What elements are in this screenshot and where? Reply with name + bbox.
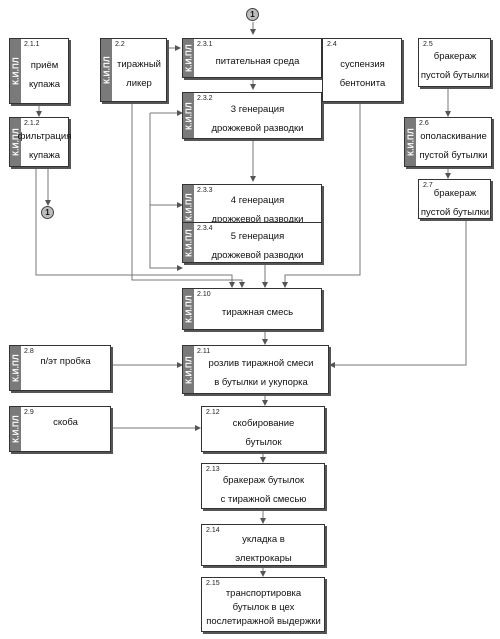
block-tirage-liqueur: К.И.ПЛ 2.2 тиражный ликер [100,38,167,102]
step-label: 4 генерация дрожжевой разводки [211,195,304,225]
tag-kipl: К.И.ПЛ [10,407,21,451]
step-label: п/эт пробка [40,355,91,367]
step-label: укладка в электрокары [235,533,292,564]
step-label: 3 генерация дрожжевой разводки [211,104,304,134]
block-yeast-gen-3: К.И.ПЛ 2.3.2 3 генерация дрожжевой разво… [182,92,322,139]
step-number: 2.14 [206,527,220,534]
step-label: 5 генерация дрожжевой разводки [211,231,304,261]
step-number: 2.8 [24,348,34,355]
step-label: приём купажа [28,59,61,90]
connector-circle-left: 1 [41,206,54,219]
step-label: скоба [53,416,78,428]
step-label: бракераж пустой бутылки [420,51,490,81]
block-bottle-clamping: 2.12 скобирование бутылок [201,406,325,452]
arrow-22-233 [149,113,183,208]
step-number: 2.11 [197,348,211,355]
step-label: бракераж пустой бутылки [420,187,490,218]
block-tirage-mixture: К.И.ПЛ 2.10 тиражная смесь [182,288,322,330]
step-label: тиражный ликер [117,58,161,89]
step-number: 2.1.2 [24,120,40,127]
step-number: 2.13 [206,466,220,473]
tag-kipl: К.И.ПЛ [101,39,112,101]
step-label: фильтрация купажа [17,130,72,161]
step-number: 2.4 [327,41,337,48]
tag-kipl: К.И.ПЛ [183,39,194,77]
block-bentonite-suspension: 2.4 суспензия бентонита [322,38,402,102]
step-number: 2.3.1 [197,41,213,48]
step-number: 2.1.1 [24,41,40,48]
step-label: ополаскивание пустой бутылки [419,130,488,161]
tag-kipl: К.И.ПЛ [183,346,194,393]
arrow-22-210 [131,103,245,288]
block-nutrient-medium: К.И.ПЛ 2.3.1 питательная среда [182,38,322,78]
arrow-27-211 [329,220,467,368]
block-5th-yeast-generation: К.И.ПЛ 2.3.4 5 генерация дрожжевой разво… [182,222,322,263]
step-number: 2.6 [419,120,429,127]
connector-label: 1 [45,208,50,217]
step-label: бракераж бутылок с тиражной смесью [220,474,307,505]
step-number: 2.15 [206,580,220,587]
block-empty-bottle-reject-1: 2.5 бракераж пустой бутылки [418,38,491,87]
tag-kipl: К.И.ПЛ [10,39,21,103]
tag-kipl: К.И.ПЛ [183,223,194,262]
block-plastic-cork: К.И.ПЛ 2.8 п/эт пробка [9,345,111,391]
block-transport-to-aging: 2.15 транспортировка бутылок в цех после… [201,577,325,632]
step-label: питательная среда [215,56,300,67]
tag-kipl: К.И.ПЛ [405,118,416,166]
step-number: 2.7 [423,182,433,189]
arrow-22-234 [149,205,183,271]
step-number: 2.10 [197,291,211,298]
tag-kipl: К.И.ПЛ [183,185,194,228]
step-number: 2.12 [206,409,220,416]
block-yeast-gen-4: К.И.ПЛ 2.3.3 4 генерация дрожжевой разво… [182,184,322,229]
tag-kipl: К.И.ПЛ [10,346,21,390]
tag-kipl: К.И.ПЛ [10,118,21,166]
block-filled-bottle-reject: 2.13 бракераж бутылок с тиражной смесью [201,463,325,509]
block-receive-blend: К.И.ПЛ 2.1.1 приём купажа [9,38,69,104]
step-number: 2.3.3 [197,187,213,194]
step-label: тиражная смесь [221,307,294,318]
connector-label: 1 [250,10,255,19]
tag-kipl: К.И.ПЛ [183,93,194,138]
step-number: 2.3.4 [197,225,213,232]
arrow-24-210 [282,103,361,288]
step-label: транспортировка бутылок в цех послетираж… [206,588,321,627]
step-label: розлив тиражной смеси в бутылки и укупор… [208,358,314,388]
block-bottle-rinsing: К.И.ПЛ 2.6 ополаскивание пустой бутылки [404,117,492,167]
tag-kipl: К.И.ПЛ [183,289,194,329]
block-filter-blend: К.И.ПЛ 2.1.2 фильтрация купажа [9,117,72,167]
arrow-212-210 [35,168,235,288]
step-number: 2.5 [423,41,433,48]
connector-circle-top: 1 [246,8,259,21]
step-label: суспензия бентонита [339,58,386,89]
block-clamp: К.И.ПЛ 2.9 скоба [9,406,111,452]
block-empty-bottle-reject-2: 2.7 бракераж пустой бутылки [418,179,491,219]
block-load-electric-carts: 2.14 укладка в электрокары [201,524,325,566]
step-number: 2.9 [24,409,34,416]
step-number: 2.2 [115,41,125,48]
step-number: 2.3.2 [197,95,213,102]
block-bottling-and-capping: К.И.ПЛ 2.11 розлив тиражной смеси в буты… [182,345,329,394]
step-label: скобирование бутылок [232,417,295,448]
